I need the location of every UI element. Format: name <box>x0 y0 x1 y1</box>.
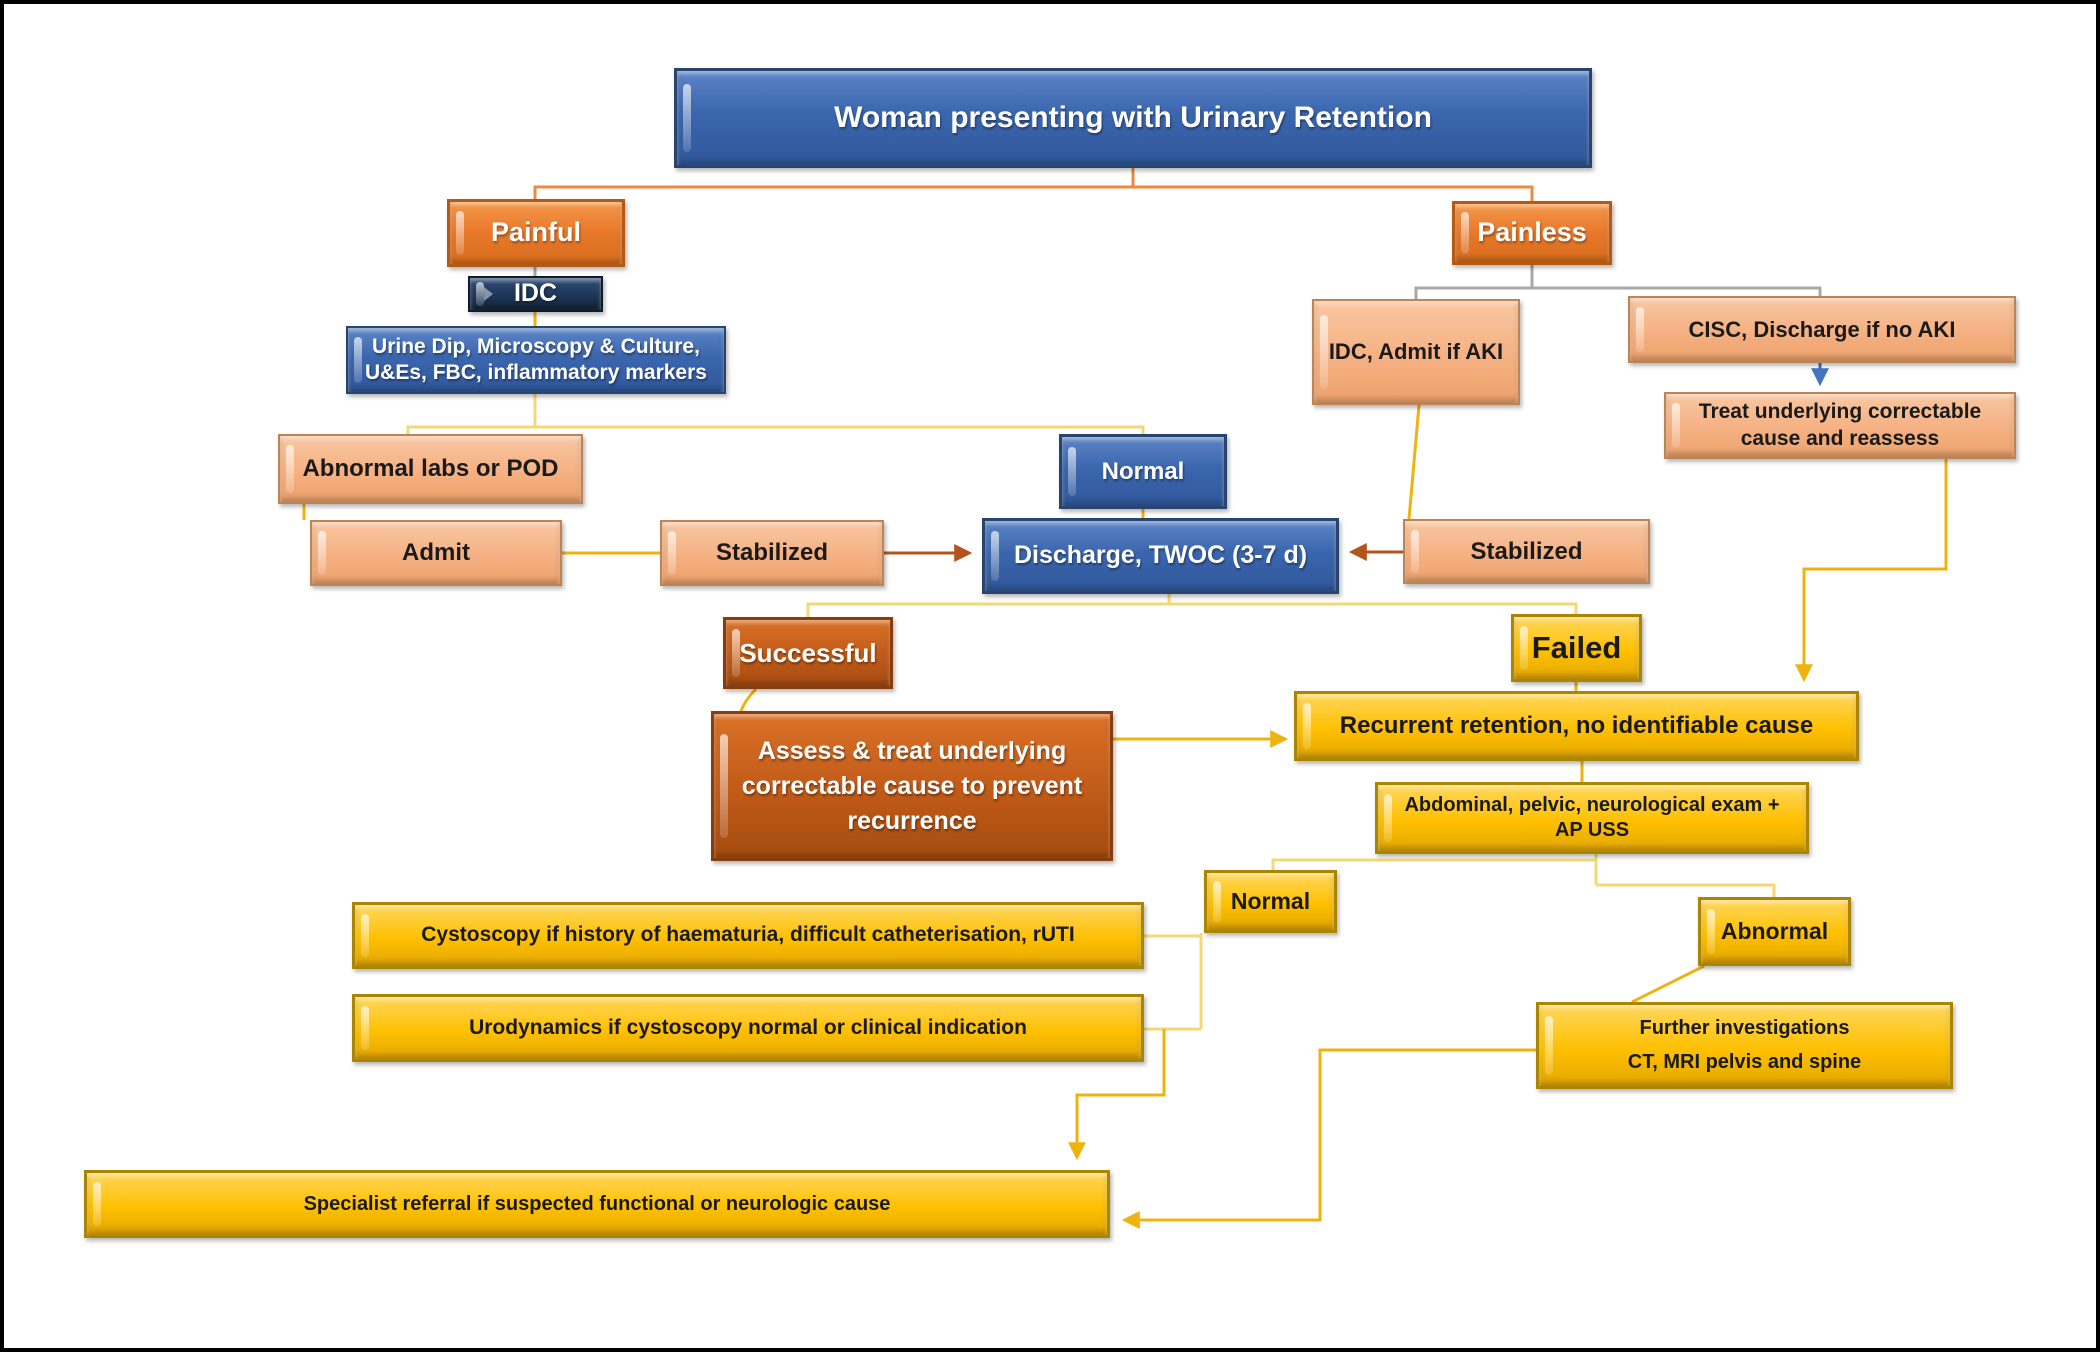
idc-bullet-arrow-icon <box>484 287 493 301</box>
node-admit: Admit <box>310 520 562 586</box>
node-successful: Successful <box>723 617 893 689</box>
node-painless-label: Painless <box>1477 217 1587 248</box>
node-recurrent-retention: Recurrent retention, no identifiable cau… <box>1294 691 1859 761</box>
connector-urinedip-split <box>406 394 1145 434</box>
connector-layer <box>302 168 1948 1229</box>
node-abnormal-labs: Abnormal labs or POD <box>278 434 583 504</box>
node-urodynamics: Urodynamics if cystoscopy normal or clin… <box>352 994 1144 1062</box>
node-normal-yellow: Normal <box>1204 870 1337 933</box>
node-title: Woman presenting with Urinary Retention <box>674 68 1592 168</box>
node-cystoscopy-label: Cystoscopy if history of haematuria, dif… <box>421 923 1075 947</box>
node-idc-admit-aki-label: IDC, Admit if AKI <box>1328 339 1504 365</box>
connector-discharge-split <box>806 594 1578 617</box>
node-abdominal-exam: Abdominal, pelvic, neurological exam + A… <box>1375 782 1809 854</box>
node-urine-dip-line1: Urine Dip, Microscopy & Culture, <box>372 334 700 358</box>
node-specialist-referral: Specialist referral if suspected functio… <box>84 1170 1110 1238</box>
node-failed: Failed <box>1511 614 1642 682</box>
connector-successful-assess <box>739 687 758 712</box>
connector-further-specialist-arrow <box>1121 1048 1536 1229</box>
connector-title-branches <box>533 168 1534 201</box>
node-idc: IDC <box>468 276 603 312</box>
node-stabilized-right-label: Stabilized <box>1470 537 1583 565</box>
node-treat-underlying-line2: cause and reassess <box>1740 426 1940 450</box>
node-abdominal-exam-line2: AP USS <box>1554 819 1630 841</box>
node-urine-dip: Urine Dip, Microscopy & Culture, U&Es, F… <box>346 326 726 394</box>
node-treat-underlying-line1: Treat underlying correctable <box>1698 400 1982 424</box>
node-abnormal-labs-label: Abnormal labs or POD <box>302 455 559 482</box>
connector-abdominal-split <box>1271 854 1776 897</box>
node-treat-underlying: Treat underlying correctable cause and r… <box>1664 392 2016 459</box>
node-normal-blue-label: Normal <box>1101 457 1185 485</box>
node-stabilized-right: Stabilized <box>1403 519 1650 584</box>
node-abnormal-yellow: Abnormal <box>1698 897 1851 966</box>
connector-painless-branches <box>1414 265 1822 299</box>
node-recurrent-retention-label: Recurrent retention, no identifiable cau… <box>1339 712 1814 739</box>
node-discharge-twoc: Discharge, TWOC (3-7 d) <box>982 518 1339 594</box>
node-failed-label: Failed <box>1531 629 1622 665</box>
node-further-investigations: Further investigations CT, MRI pelvis an… <box>1536 1002 1953 1089</box>
node-further-investigations-line2: CT, MRI pelvis and spine <box>1627 1051 1862 1073</box>
node-assess-treat-line3: recurrence <box>847 806 977 835</box>
connector-investigations-specialist-arrow <box>1068 1029 1166 1161</box>
node-idc-admit-aki: IDC, Admit if AKI <box>1312 299 1520 405</box>
node-idc-label: IDC <box>513 279 558 308</box>
node-assess-treat: Assess & treat underlying correctable ca… <box>711 711 1113 861</box>
node-abnormal-yellow-label: Abnormal <box>1720 918 1829 945</box>
node-urodynamics-label: Urodynamics if cystoscopy normal or clin… <box>469 1015 1027 1039</box>
node-assess-treat-line1: Assess & treat underlying <box>757 736 1067 765</box>
node-cystoscopy: Cystoscopy if history of haematuria, dif… <box>352 902 1144 969</box>
node-normal-blue: Normal <box>1059 434 1227 509</box>
node-specialist-referral-label: Specialist referral if suspected functio… <box>303 1192 891 1215</box>
node-stabilized-left-label: Stabilized <box>715 539 829 566</box>
connector-normal-investigations-link <box>1144 933 1203 1031</box>
node-cisc: CISC, Discharge if no AKI <box>1628 296 2016 363</box>
node-cisc-label: CISC, Discharge if no AKI <box>1688 316 1956 342</box>
node-further-investigations-line1: Further investigations <box>1639 1017 1850 1039</box>
node-successful-label: Successful <box>739 637 877 668</box>
connector-treat-recurrent-arrow <box>1795 459 1948 683</box>
connector-abnormal-further <box>1631 964 1705 1004</box>
node-painful: Painful <box>447 199 625 267</box>
node-normal-yellow-label: Normal <box>1230 888 1311 915</box>
node-assess-treat-line2: correctable cause to prevent <box>741 771 1083 800</box>
node-painful-label: Painful <box>490 217 581 248</box>
node-title-label: Woman presenting with Urinary Retention <box>834 101 1432 135</box>
node-urine-dip-line2: U&Es, FBC, inflammatory markers <box>365 361 707 384</box>
node-abdominal-exam-line1: Abdominal, pelvic, neurological exam + <box>1404 794 1780 816</box>
node-discharge-twoc-label: Discharge, TWOC (3-7 d) <box>1013 541 1308 570</box>
node-stabilized-left: Stabilized <box>660 520 884 586</box>
connector-idcaki-stabilized <box>1407 404 1421 520</box>
node-painless: Painless <box>1452 201 1612 265</box>
node-admit-label: Admit <box>402 539 470 566</box>
